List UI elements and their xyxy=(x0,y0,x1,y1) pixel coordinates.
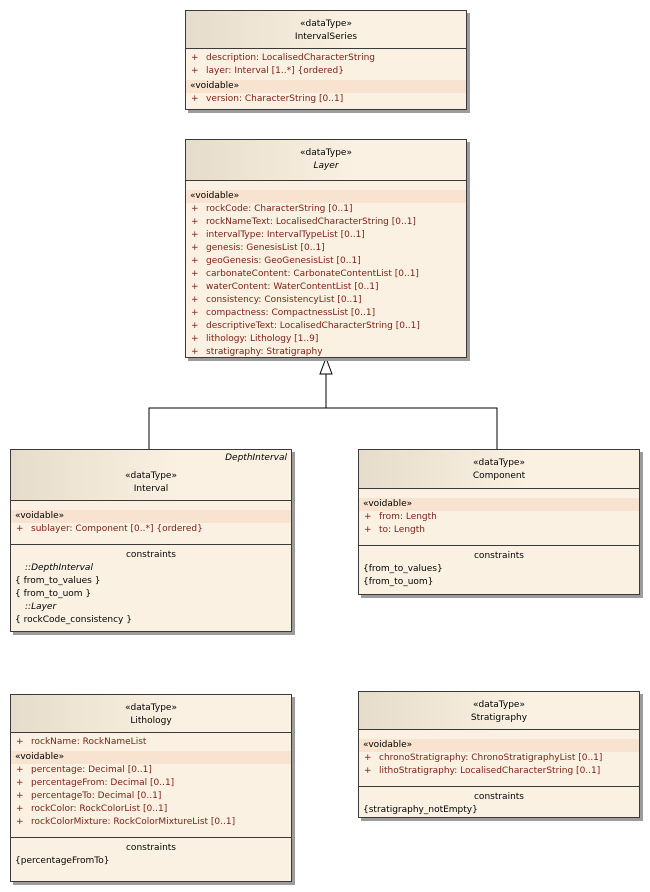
class-header: «dataType» Layer xyxy=(186,140,466,181)
attribute: +geoGenesis: GeoGenesisList [0..1] xyxy=(191,256,361,266)
constraints-compartment: constraints ::DepthInterval { from_to_va… xyxy=(11,544,291,629)
attribute: +compactness: CompactnessList [0..1] xyxy=(191,308,376,318)
class-header: «dataType» Interval xyxy=(11,450,291,501)
constraint-scope: ::DepthInterval xyxy=(25,563,93,573)
constraint-scope: ::Layer xyxy=(25,602,57,612)
attribute: +lithology: Lithology [1..9] xyxy=(191,334,319,344)
attribute: +percentage: Decimal [0..1] xyxy=(16,765,152,775)
class-header: «dataType» Component xyxy=(359,450,639,489)
attribute-compartment: +rockName: RockNameList «voidable» +perc… xyxy=(11,733,291,837)
voidable-label: «voidable» xyxy=(359,498,639,511)
constraint: {percentageFromTo} xyxy=(15,856,110,866)
attribute: +percentageTo: Decimal [0..1] xyxy=(16,791,162,801)
constraints-title: constraints xyxy=(125,550,176,560)
generalization-arrowhead xyxy=(319,356,333,375)
class-stereotype: «dataType» xyxy=(300,19,352,29)
attribute: +rockCode: CharacterString [0..1] xyxy=(191,204,353,214)
class-name: Interval xyxy=(133,484,169,494)
class-stereotype: «dataType» xyxy=(300,148,352,158)
attribute: +carbonateContent: CarbonateContentList … xyxy=(191,269,419,279)
attribute: +intervalType: IntervalTypeList [0..1] xyxy=(191,230,365,240)
attribute: +from: Length xyxy=(364,512,437,522)
constraint: { from_to_uom } xyxy=(15,589,92,599)
attribute: +percentageFrom: Decimal [0..1] xyxy=(16,778,175,788)
attribute-compartment: «voidable» +chronoStratigraphy: ChronoSt… xyxy=(359,730,639,786)
parent-class-label: DepthInterval xyxy=(225,453,287,463)
attribute-compartment: «voidable» +from: Length +to: Length xyxy=(359,489,639,545)
constraint: {stratigraphy_notEmpty} xyxy=(363,805,478,815)
constraint: { from_to_values } xyxy=(15,576,101,586)
attribute-compartment: «voidable» +sublayer: Component [0..*] {… xyxy=(11,501,291,544)
constraints-title: constraints xyxy=(125,843,176,853)
class-header: «dataType» Stratigraphy xyxy=(359,692,639,730)
attribute: +stratigraphy: Stratigraphy xyxy=(191,347,323,357)
attribute: +consistency: ConsistencyList [0..1] xyxy=(191,295,362,305)
attribute: +rockColorMixture: RockColorMixtureList … xyxy=(16,817,236,827)
class-stereotype: «dataType» xyxy=(125,703,177,713)
class-stereotype: «dataType» xyxy=(125,471,177,481)
attribute: +rockName: RockNameList xyxy=(16,737,147,747)
attribute-compartment: +description: LocalisedCharacterString +… xyxy=(186,49,466,108)
voidable-label: «voidable» xyxy=(186,190,466,203)
class-name: IntervalSeries xyxy=(294,32,358,42)
constraints-compartment: constraints {percentageFromTo} xyxy=(11,837,291,870)
constraint: {from_to_values} xyxy=(363,564,443,574)
constraints-title: constraints xyxy=(473,551,524,561)
class-interval[interactable]: DepthInterval «dataType» Interval «voida… xyxy=(10,449,292,632)
voidable-label: «voidable» xyxy=(11,510,291,523)
attribute: +lithoStratigraphy: LocalisedCharacterSt… xyxy=(364,766,601,776)
attribute: +genesis: GenesisList [0..1] xyxy=(191,243,325,253)
class-name: Component xyxy=(472,471,526,481)
class-header: «dataType» Lithology xyxy=(11,695,291,733)
class-header: «dataType» IntervalSeries xyxy=(186,11,466,49)
class-name: Lithology xyxy=(130,716,172,726)
voidable-label: «voidable» xyxy=(11,751,291,764)
class-interval-series[interactable]: «dataType» IntervalSeries +description: … xyxy=(185,10,467,110)
class-name: Layer xyxy=(313,161,339,171)
attribute: +description: LocalisedCharacterString xyxy=(191,53,375,63)
attribute: +waterContent: WaterContentList [0..1] xyxy=(191,282,379,292)
constraints-compartment: constraints {from_to_values} {from_to_uo… xyxy=(359,545,639,591)
constraints-compartment: constraints {stratigraphy_notEmpty} xyxy=(359,786,639,819)
attribute: +descriptiveText: LocalisedCharacterStri… xyxy=(191,321,420,331)
class-component[interactable]: «dataType» Component «voidable» +from: L… xyxy=(358,449,640,595)
attribute: +rockColor: RockColorList [0..1] xyxy=(16,804,168,814)
class-lithology[interactable]: «dataType» Lithology +rockName: RockName… xyxy=(10,694,292,882)
attribute: +rockNameText: LocalisedCharacterString … xyxy=(191,217,416,227)
constraint: {from_to_uom} xyxy=(363,577,434,587)
constraints-title: constraints xyxy=(473,792,524,802)
class-stratigraphy[interactable]: «dataType» Stratigraphy «voidable» +chro… xyxy=(358,691,640,818)
class-name: Stratigraphy xyxy=(470,713,528,723)
class-layer[interactable]: «dataType» Layer «voidable» +rockCode: C… xyxy=(185,139,467,358)
voidable-label: «voidable» xyxy=(359,739,639,752)
attribute: +sublayer: Component [0..*] {ordered} xyxy=(16,524,203,534)
attribute: +chronoStratigraphy: ChronoStratigraphyL… xyxy=(364,753,603,763)
attribute: +version: CharacterString [0..1] xyxy=(191,94,344,104)
constraint: { rockCode_consistency } xyxy=(15,615,132,625)
voidable-label: «voidable» xyxy=(186,80,466,93)
attribute-compartment: «voidable» +rockCode: CharacterString [0… xyxy=(186,181,466,361)
class-stereotype: «dataType» xyxy=(473,700,525,710)
attribute: +to: Length xyxy=(364,525,425,535)
class-stereotype: «dataType» xyxy=(473,458,525,468)
attribute: +layer: Interval [1..*] {ordered} xyxy=(191,66,344,76)
